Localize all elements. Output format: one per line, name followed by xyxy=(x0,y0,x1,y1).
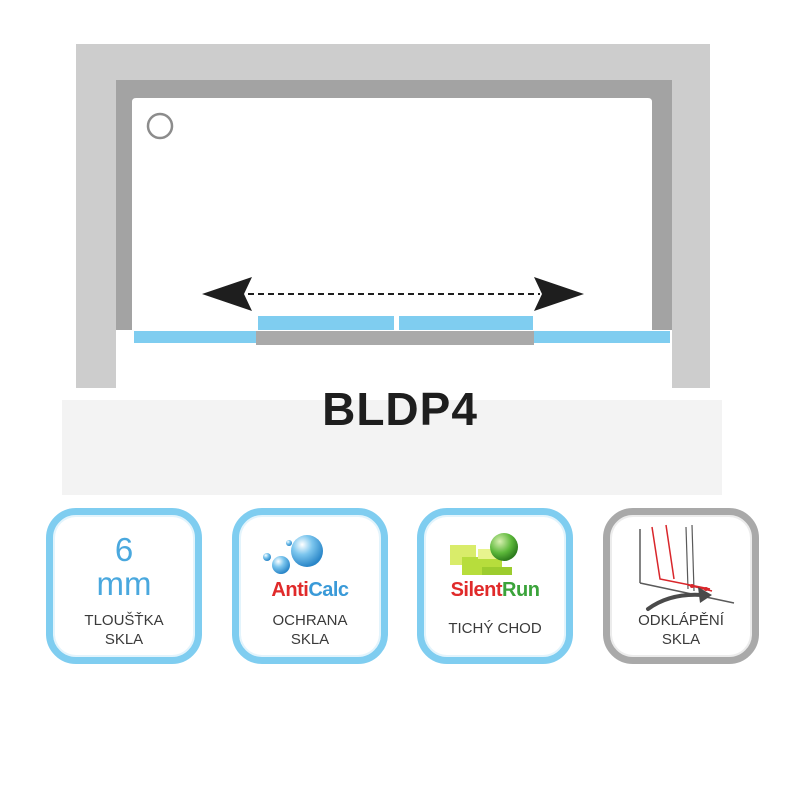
tilting-glass-icon xyxy=(639,524,735,611)
silentrun-brand: SilentRun xyxy=(424,579,566,602)
thickness-value: 6 xyxy=(114,531,134,568)
fixed-glass-right xyxy=(534,331,670,343)
sliding-door-right xyxy=(399,316,533,330)
badge-caption-line2: SKLA xyxy=(104,631,144,648)
badge-silentrun: SilentRun TICHÝ CHOD xyxy=(417,508,573,664)
badge-anticalc: AntiCalc OCHRANA SKLA xyxy=(232,508,388,664)
sliding-door-left xyxy=(258,316,394,330)
anticalc-brand-part2: Calc xyxy=(308,579,349,601)
badge-caption-line2: SKLA xyxy=(290,631,330,648)
water-drops-icon xyxy=(263,535,323,574)
background-plate xyxy=(62,400,722,495)
drain-icon xyxy=(146,112,174,140)
badge-tilting-glass: ODKLÁPĚNÍ SKLA xyxy=(603,508,759,664)
base-profile xyxy=(256,331,534,345)
anticalc-brand: AntiCalc xyxy=(239,579,381,602)
enclosure-diagram xyxy=(62,44,722,495)
outer-frame xyxy=(76,44,710,388)
feature-badges: 6 mm TLOUŠŤKA SKLA AntiCalc OCHRANA SKLA xyxy=(0,508,800,668)
badge-caption-line1: ODKLÁPĚNÍ xyxy=(638,612,724,629)
badge-caption-line1: TLOUŠŤKA xyxy=(84,612,164,629)
badge-glass-thickness: 6 mm TLOUŠŤKA SKLA xyxy=(46,508,202,664)
arrow-right-icon xyxy=(534,277,584,311)
badge-caption-line2: SKLA xyxy=(661,631,701,648)
arrow-left-icon xyxy=(202,277,252,311)
silent-run-cubes-icon xyxy=(450,533,518,575)
anticalc-brand-part1: Anti xyxy=(271,579,309,601)
thickness-unit: mm xyxy=(96,565,152,602)
silentrun-brand-part2: Run xyxy=(502,579,540,601)
fixed-glass-left xyxy=(134,331,256,343)
shower-tray xyxy=(132,98,652,330)
model-title: BLDP4 xyxy=(322,383,478,435)
badge-caption-line1: OCHRANA xyxy=(272,612,348,629)
badge-caption-line1: TICHÝ CHOD xyxy=(448,620,542,637)
silentrun-brand-part1: Silent xyxy=(450,579,503,601)
